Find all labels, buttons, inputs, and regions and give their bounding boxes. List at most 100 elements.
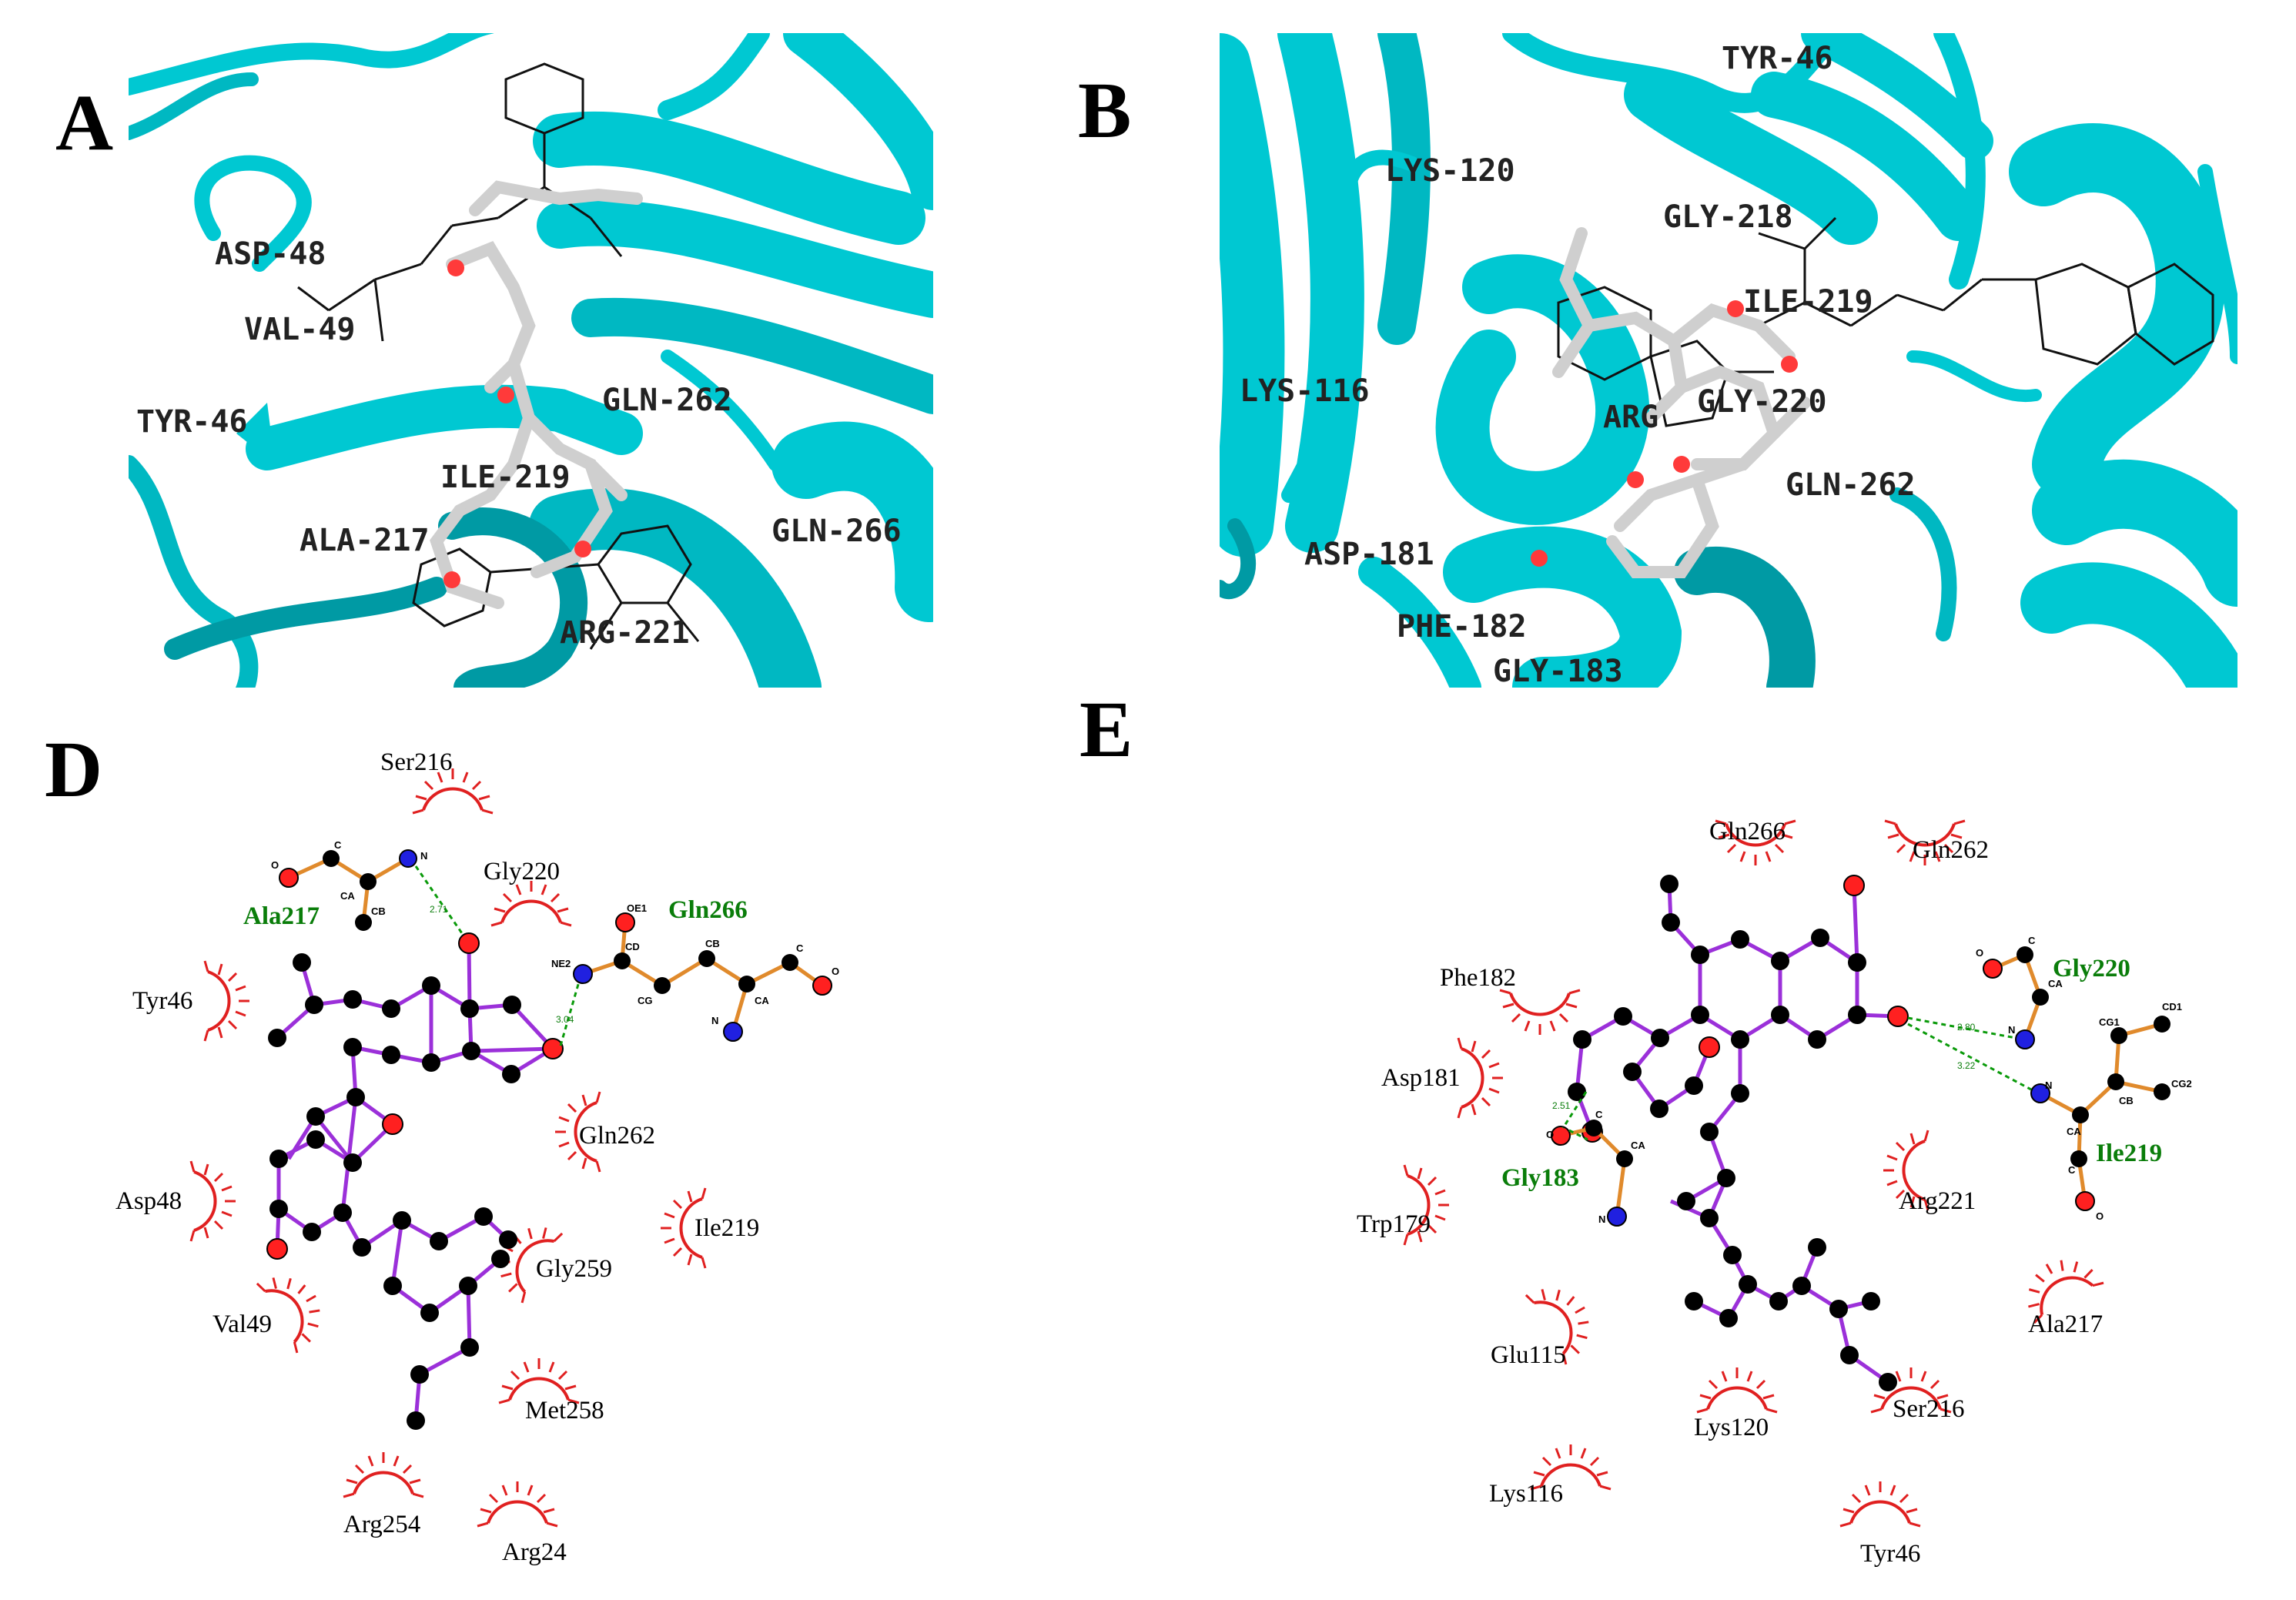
atom-label: CB [705, 938, 720, 949]
residue-name: Trp179 [1357, 1210, 1431, 1238]
atom-label: C [334, 839, 342, 851]
residue-name: Tyr46 [1860, 1540, 1920, 1568]
residue-label: GLN-262 [1786, 467, 1916, 503]
residue-name: Asp48 [115, 1187, 182, 1215]
atom-label: C [2068, 1164, 2076, 1176]
atom-label: CB [371, 905, 386, 917]
hbond-residue-name: Gln266 [668, 896, 748, 924]
residue-label: ARG-221 [560, 615, 690, 651]
atom-o [279, 868, 299, 888]
atom-n [723, 1022, 743, 1042]
residue-name: Ser216 [1893, 1395, 1965, 1423]
atom-label: CA [1631, 1140, 1645, 1151]
ligand-bonds [275, 942, 556, 1421]
panel-letter-a: A [55, 79, 114, 167]
residue-name: Gln262 [1913, 836, 1989, 864]
panel-a-structure: ASP-48 VAL-49 TYR-46 GLN-262 ILE-219 ALA… [129, 33, 933, 688]
residue-name: Gln262 [579, 1122, 655, 1150]
protein-ribbon [129, 33, 933, 688]
docked-ligand-sticks [1552, 227, 1811, 578]
residue-label: LYS-116 [1240, 373, 1370, 409]
residue-label: TYR-46 [136, 404, 248, 440]
strand-arrow [236, 403, 275, 464]
hydrophobic-arc [1695, 1366, 1779, 1414]
atom-label: N [2045, 1079, 2052, 1091]
atom-c [614, 952, 631, 969]
hbond-residue-name: Gly183 [1501, 1164, 1579, 1192]
atom-label: CD1 [2162, 1001, 2182, 1013]
residue-name: Asp181 [1381, 1064, 1461, 1092]
panel-d-interaction-map: 2.71 3.04 O C N CA CB OE1 NE2 CD CG CB C… [0, 716, 1093, 1600]
panel-letter-b: B [1078, 66, 1132, 155]
oxygen-atoms [1531, 300, 1798, 567]
residue-label: ASP-48 [215, 236, 326, 272]
residue-name: Val49 [213, 1310, 272, 1338]
residue-label: TYR-46 [1722, 41, 1833, 76]
residue-name: Lys120 [1694, 1414, 1769, 1441]
panel-letter-d: D [45, 725, 103, 814]
atom-o [1983, 959, 2003, 979]
hydrophobic-arc [189, 1160, 237, 1243]
residue-label: ILE-219 [440, 460, 571, 495]
atom-label: C [2028, 935, 2036, 946]
residue-name: Phe182 [1440, 964, 1516, 992]
panel-e-svg: 2.80 3.22 2.51 O C CA N CG1 CD1 CB CG2 C… [1357, 818, 2192, 1568]
atom-label: O [832, 966, 839, 977]
hbond-distance: 3.22 [1957, 1060, 1976, 1071]
atom-n [573, 964, 593, 984]
reference-ligand-lines [1557, 216, 2214, 427]
residue-label: GLY-183 [1493, 654, 1623, 688]
hydrogen-bonds [1561, 1016, 2032, 1141]
protein-ribbon [1220, 33, 2237, 688]
hydrophobic-arc [342, 1451, 425, 1498]
atom-label: N [711, 1015, 718, 1026]
hbond-distance: 2.51 [1552, 1100, 1571, 1111]
atom-c [654, 977, 671, 994]
residue-name: Gln266 [1709, 818, 1786, 845]
atom-label: C [796, 942, 804, 954]
hbond-residue-name: Gly220 [2053, 955, 2130, 982]
atom-label: N [1598, 1213, 1605, 1225]
atom-c [1585, 1120, 1602, 1136]
hydrophobic-arc [1839, 1480, 1922, 1528]
panel-letter-e: E [1079, 685, 1133, 774]
atom-label: CG [638, 995, 653, 1006]
atom-label: CG1 [2099, 1016, 2120, 1028]
residue-label: GLN-262 [602, 383, 732, 418]
hydrophobic-arc [1457, 1036, 1504, 1120]
atom-n [399, 849, 417, 868]
atom-label: O [271, 859, 279, 871]
atom-c [698, 950, 715, 967]
atom-label: CD [625, 941, 640, 952]
hydrophobic-arc [1498, 989, 1581, 1036]
residue-name: Ser216 [380, 748, 453, 776]
residue-name: Met258 [525, 1397, 604, 1424]
ligand-carbon-atoms [268, 953, 521, 1430]
atom-c [2070, 1150, 2087, 1167]
residue-label: LYS-120 [1385, 153, 1515, 189]
atom-c [782, 954, 798, 971]
hydrophobic-arc [490, 879, 573, 927]
atom-c [2032, 989, 2049, 1006]
residue-bonds-ile219 [2039, 1022, 2163, 1202]
residue-label: GLY-220 [1697, 384, 1827, 420]
atom-o [1551, 1126, 1571, 1146]
residue-name: Ile219 [694, 1214, 759, 1242]
atom-label: O [1546, 1129, 1554, 1140]
hydrophobic-arc [203, 959, 251, 1043]
atom-label: N [2008, 1024, 2015, 1036]
atom-label: NE2 [551, 958, 571, 969]
panel-b-structure: TYR-46 LYS-120 GLY-218 ILE-219 LYS-116 A… [1220, 33, 2237, 688]
atom-n [2015, 1029, 2035, 1049]
hydrogen-bonds [414, 865, 581, 1046]
residue-label: GLY-218 [1663, 199, 1793, 235]
panel-e-interaction-map: 2.80 3.22 2.51 O C CA N CG1 CD1 CB CG2 C… [1309, 770, 2296, 1600]
panel-a-svg: ASP-48 VAL-49 TYR-46 GLN-262 ILE-219 ALA… [129, 33, 933, 688]
hbond-distance: 2.71 [430, 904, 448, 915]
residue-name: Arg24 [502, 1538, 567, 1566]
atom-o [812, 976, 832, 996]
ligand-carbon-atoms [1568, 875, 1897, 1391]
residue-bonds-gly220 [1992, 952, 2043, 1040]
atom-c [2017, 946, 2033, 963]
atom-label: C [1595, 1109, 1603, 1120]
